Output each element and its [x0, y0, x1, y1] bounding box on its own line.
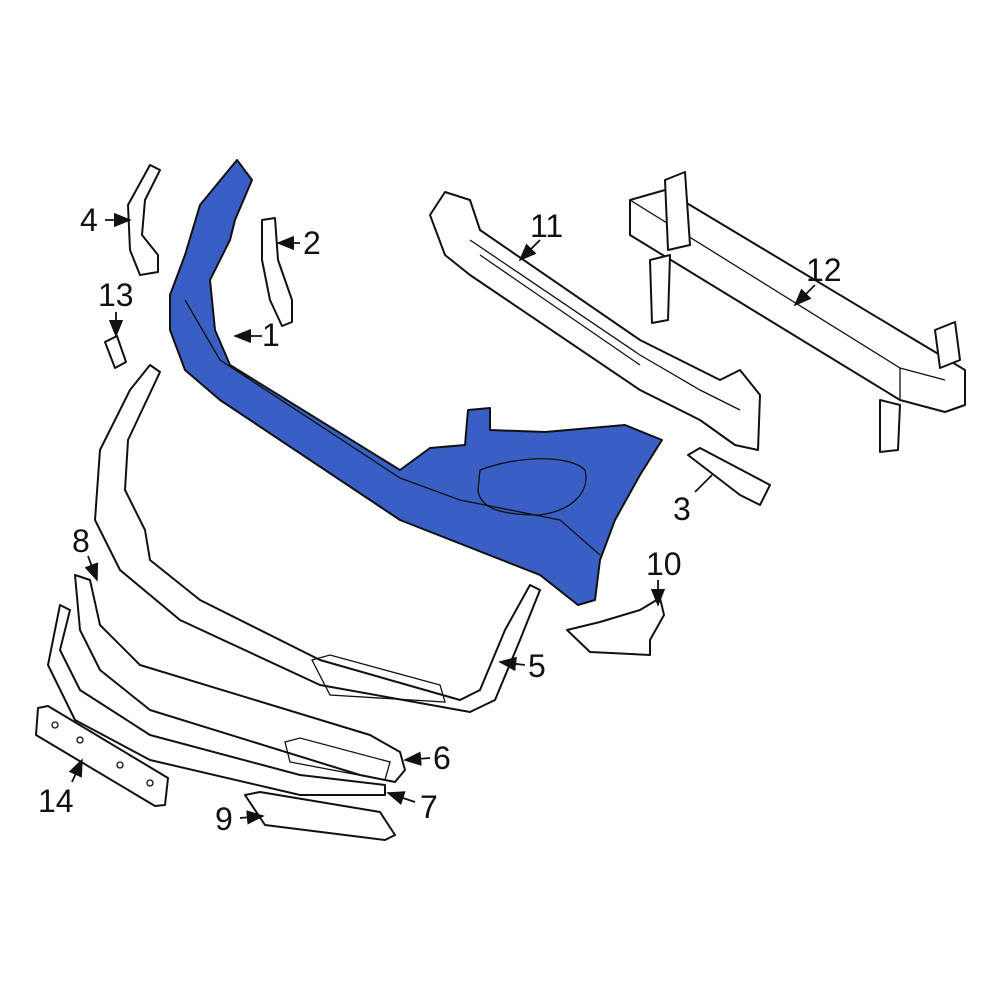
callout-9: 9	[215, 801, 265, 837]
callout-8: 8	[72, 523, 99, 582]
part-1-bumper-cover[interactable]	[169, 159, 663, 606]
part-3-bracket[interactable]	[687, 447, 771, 506]
svg-text:10: 10	[646, 546, 682, 582]
part-6-grille-strip[interactable]	[74, 574, 406, 783]
callout-13: 13	[98, 277, 134, 338]
callout-14: 14	[38, 758, 83, 819]
svg-text:13: 13	[98, 277, 134, 313]
callout-10: 10	[646, 546, 682, 607]
part-4-bracket[interactable]	[127, 164, 161, 276]
svg-text:4: 4	[80, 202, 98, 238]
svg-text:3: 3	[673, 491, 691, 527]
callout-4: 4	[80, 202, 132, 238]
part-11-energy-absorber[interactable]	[429, 191, 761, 451]
svg-text:9: 9	[215, 801, 233, 837]
part-2-bracket[interactable]	[261, 217, 293, 327]
part-7-valance[interactable]	[47, 604, 386, 796]
bumper-cover-shape[interactable]	[169, 159, 663, 606]
callout-12: 12	[793, 252, 842, 307]
svg-text:12: 12	[806, 252, 842, 288]
callout-11: 11	[518, 208, 563, 262]
callout-6: 6	[403, 740, 451, 776]
callout-2: 2	[276, 225, 321, 261]
callout-5: 5	[498, 648, 546, 684]
svg-text:5: 5	[528, 648, 546, 684]
svg-text:14: 14	[38, 783, 74, 819]
svg-text:7: 7	[420, 789, 438, 825]
part-10-bracket[interactable]	[566, 597, 665, 656]
svg-text:1: 1	[262, 317, 280, 353]
part-13-pad[interactable]	[104, 335, 127, 369]
part-14-license-bracket[interactable]	[35, 705, 169, 807]
callout-3: 3	[673, 474, 713, 527]
part-9-grille-insert[interactable]	[244, 791, 396, 841]
svg-text:8: 8	[72, 523, 90, 559]
callout-7: 7	[386, 789, 438, 825]
svg-text:11: 11	[530, 208, 563, 244]
svg-text:2: 2	[303, 225, 321, 261]
part-5-lower-cover[interactable]	[94, 364, 541, 713]
callout-1: 1	[233, 317, 280, 353]
svg-text:6: 6	[433, 740, 451, 776]
